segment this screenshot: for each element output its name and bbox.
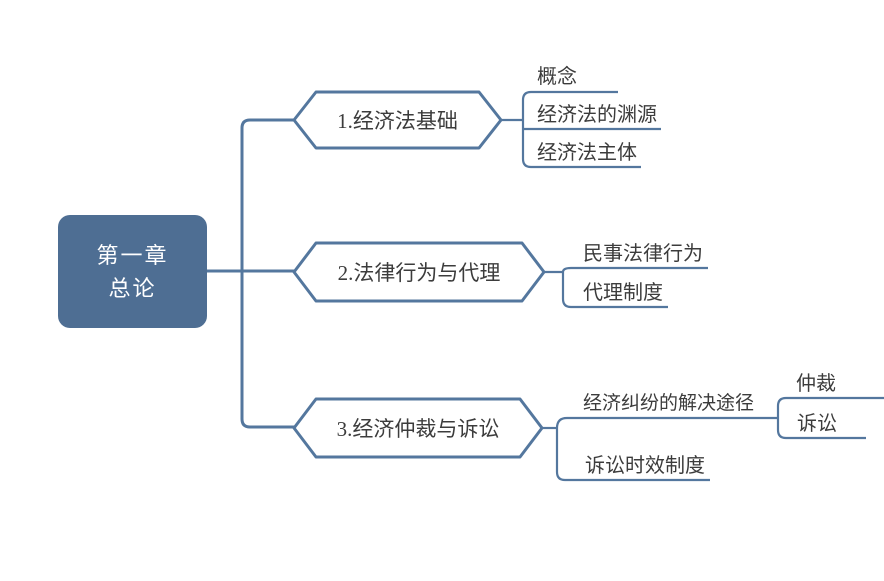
root-node[interactable]: 第一章 总论 — [58, 215, 207, 328]
branch-3-label[interactable]: 3.经济仲裁与诉讼 — [336, 417, 500, 441]
topic-economic-law-subjects[interactable]: 经济法主体 — [537, 142, 637, 164]
connector-branch-2-child-1 — [561, 266, 708, 273]
connector-grandchild-litigation — [776, 418, 866, 440]
topic-civil-legal-acts[interactable]: 民事法律行为 — [583, 243, 703, 265]
branch-2-node-shape[interactable] — [292, 241, 546, 303]
connector-branch-1-child-1 — [521, 90, 618, 120]
connector-branch-3-child-2 — [555, 428, 710, 482]
root-node-title-line-2: 总论 — [108, 275, 157, 301]
topic-concept[interactable]: 概念 — [537, 66, 577, 88]
connector-trunk — [240, 118, 296, 429]
topic-agency-system[interactable]: 代理制度 — [583, 282, 663, 304]
branch-1-label[interactable]: 1.经济法基础 — [337, 109, 458, 133]
connector-branch-3-child-1 — [555, 416, 778, 429]
root-node-title-line-1: 第一章 — [96, 242, 169, 268]
connector-grandchild-arbitration — [776, 396, 884, 418]
topic-litigation[interactable]: 诉讼 — [797, 413, 837, 435]
connector-branch-1-child-3 — [521, 120, 641, 169]
connector-branch-2-child-2 — [561, 272, 668, 309]
branch-2-label[interactable]: 2.法律行为与代理 — [337, 261, 501, 285]
topic-sources-of-economic-law[interactable]: 经济法的渊源 — [537, 104, 657, 126]
topic-limitation-of-action-system[interactable]: 诉讼时效制度 — [585, 455, 705, 477]
branch-3-node-shape[interactable] — [292, 397, 544, 459]
topic-arbitration[interactable]: 仲裁 — [796, 373, 836, 395]
branch-1-node-shape[interactable] — [292, 90, 503, 150]
topic-dispute-resolution-paths[interactable]: 经济纠纷的解决途径 — [583, 393, 755, 414]
